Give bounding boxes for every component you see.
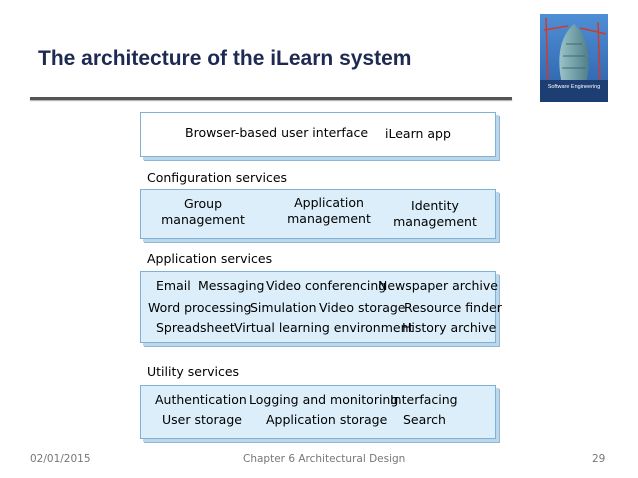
footer-date: 02/01/2015 <box>30 453 91 465</box>
application-management-text: Application management <box>287 195 371 226</box>
configuration-services-label: Configuration services <box>147 170 288 185</box>
user-storage-item: User storage <box>162 412 242 427</box>
history-archive-item: History archive <box>402 320 497 335</box>
authentication-item: Authentication <box>155 392 247 407</box>
browser-ui-item: Browser-based user interface <box>185 125 369 140</box>
group-management-item: Group management <box>161 196 245 228</box>
video-storage-item: Video storage <box>319 300 406 315</box>
footer-page-number: 29 <box>592 453 606 465</box>
application-services-layer: Email Messaging Video conferencing Newsp… <box>140 271 502 343</box>
user-interface-layer: Browser-based user interface iLearn app <box>140 112 496 157</box>
simulation-item: Simulation <box>250 300 317 315</box>
book-cover-image: Software Engineering <box>540 14 608 102</box>
title-divider <box>30 97 512 100</box>
footer-chapter: Chapter 6 Architectural Design <box>243 453 406 465</box>
messaging-item: Messaging <box>198 278 265 293</box>
newspaper-archive-item: Newspaper archive <box>378 278 498 293</box>
word-processing-item: Word processing <box>148 300 252 315</box>
group-management-text: Group management <box>161 196 245 227</box>
configuration-services-layer: Group management Application management … <box>140 189 496 239</box>
utility-services-layer: Authentication Logging and monitoring In… <box>140 385 496 439</box>
logging-and-monitoring-item: Logging and monitoring <box>249 392 399 407</box>
email-item: Email <box>156 278 191 293</box>
application-services-label: Application services <box>147 251 273 266</box>
virtual-learning-environment-item: Virtual learning environment <box>234 320 414 335</box>
spreadsheet-item: Spreadsheet <box>156 320 235 335</box>
application-management-item: Application management <box>285 195 373 227</box>
resource-finder-item: Resource finder <box>404 300 502 315</box>
search-item: Search <box>403 412 446 427</box>
interfacing-item: Interfacing <box>390 392 458 407</box>
ilearn-app-item: iLearn app <box>385 126 451 141</box>
slide-title: The architecture of the iLearn system <box>38 47 412 70</box>
cover-label: Software Engineering <box>547 84 601 90</box>
identity-management-text: Identity management <box>393 198 477 229</box>
video-conferencing-item: Video conferencing <box>266 278 387 293</box>
application-storage-item: Application storage <box>266 412 388 427</box>
identity-management-item: Identity management <box>393 198 477 230</box>
utility-services-label: Utility services <box>147 364 240 379</box>
